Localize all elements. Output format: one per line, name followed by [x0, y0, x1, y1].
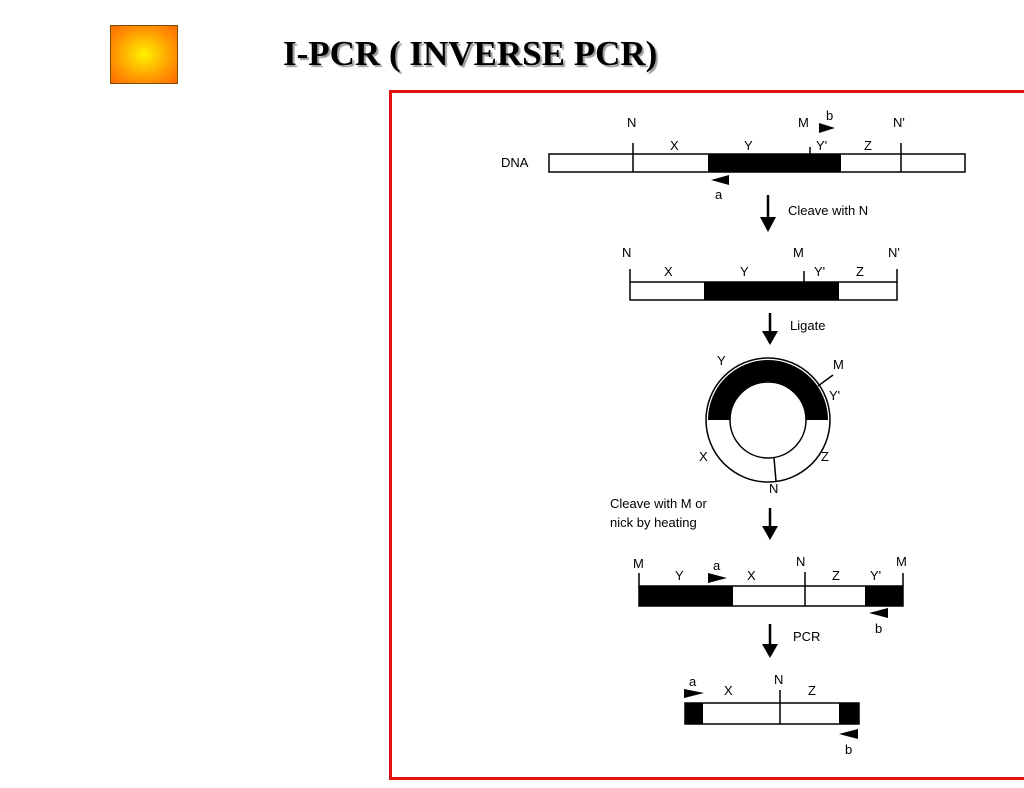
arrow2-label: Ligate: [790, 318, 825, 333]
s2-site-n-label: N: [622, 245, 631, 260]
site-m-label: M: [798, 115, 809, 130]
s2-site-n-prime-label: N': [888, 245, 900, 260]
figure-frame: DNA N M N' X Y Y' Z b a Cleave with N: [389, 90, 1024, 780]
site-n-prime-label: N': [893, 115, 905, 130]
region-z-label: Z: [864, 138, 872, 153]
step-arrow-1: Cleave with N: [760, 195, 868, 232]
ipcr-diagram: DNA N M N' X Y Y' Z b a Cleave with N: [501, 108, 966, 757]
product-right-core: [839, 703, 859, 724]
s5-z-label: Z: [808, 683, 816, 698]
s2-region-y-prime-label: Y': [814, 264, 825, 279]
s4-m-left-label: M: [633, 556, 644, 571]
down-arrow-icon: [762, 331, 778, 345]
s4-y-prime-label: Y': [870, 568, 881, 583]
product-left-core: [685, 703, 703, 724]
linear-left-core: [639, 586, 733, 606]
step3-circle: Y M Y' X Z N: [699, 353, 844, 496]
s4-y-label: Y: [675, 568, 684, 583]
region-x-label: X: [670, 138, 679, 153]
product-bar: [684, 702, 860, 725]
step1-dna: DNA N M N' X Y Y' Z b a: [501, 108, 966, 202]
primer-b-arrow-icon: [819, 123, 835, 133]
s5-n-label: N: [774, 672, 783, 687]
step-arrow-2: Ligate: [762, 313, 825, 345]
step5-product: a X N Z b: [684, 672, 860, 757]
circle-x-label: X: [699, 449, 708, 464]
step-arrow-3: Cleave with M or nick by heating: [610, 496, 778, 540]
step4-linear: M Y a X N Z Y' M b: [633, 554, 907, 636]
fragment-core-region: [704, 282, 839, 300]
down-arrow-icon: [760, 217, 776, 232]
slide-title: I-PCR ( INVERSE PCR): [283, 34, 658, 73]
s4-m-right-label: M: [896, 554, 907, 569]
arrow3-label-line1: Cleave with M or: [610, 496, 707, 511]
primer-b-arrow-icon: [869, 608, 888, 618]
circle-m-label: M: [833, 357, 844, 372]
circle-y-label: Y: [717, 353, 726, 368]
region-y-label: Y: [744, 138, 753, 153]
arrow3-label-line2: nick by heating: [610, 515, 697, 530]
s4-n-label: N: [796, 554, 805, 569]
s2-region-x-label: X: [664, 264, 673, 279]
down-arrow-icon: [762, 526, 778, 540]
down-arrow-icon: [762, 644, 778, 658]
s5-x-label: X: [724, 683, 733, 698]
step2-fragment: N M N' X Y Y' Z: [622, 245, 900, 301]
arrow4-label: PCR: [793, 629, 820, 644]
step-arrow-4: PCR: [762, 624, 820, 658]
s4-a-label: a: [713, 558, 721, 573]
arrow1-label: Cleave with N: [788, 203, 868, 218]
circle-core-arc: [708, 360, 828, 420]
circle-inner: [729, 381, 807, 459]
circle-n-label: N: [769, 481, 778, 496]
s2-region-y-label: Y: [740, 264, 749, 279]
s4-b-label: b: [875, 621, 882, 636]
primer-a-label: a: [715, 187, 723, 202]
dna-core-region: [708, 154, 841, 172]
s2-site-m-label: M: [793, 245, 804, 260]
s5-b-label: b: [845, 742, 852, 757]
s5-a-label: a: [689, 674, 697, 689]
linear-right-core: [865, 586, 903, 606]
dna-label: DNA: [501, 155, 529, 170]
primer-b-label: b: [826, 108, 833, 123]
primer-a-arrow-icon: [684, 689, 704, 698]
s2-region-z-label: Z: [856, 264, 864, 279]
primer-a-arrow-icon: [711, 175, 729, 185]
region-y-prime-label: Y': [816, 138, 827, 153]
circle-y-prime-label: Y': [829, 388, 840, 403]
primer-a-arrow-icon: [708, 573, 727, 583]
s4-x-label: X: [747, 568, 756, 583]
s4-z-label: Z: [832, 568, 840, 583]
site-n-label: N: [627, 115, 636, 130]
slide-logo-square: [110, 25, 178, 84]
primer-b-arrow-icon: [839, 729, 858, 739]
circle-z-label: Z: [821, 449, 829, 464]
